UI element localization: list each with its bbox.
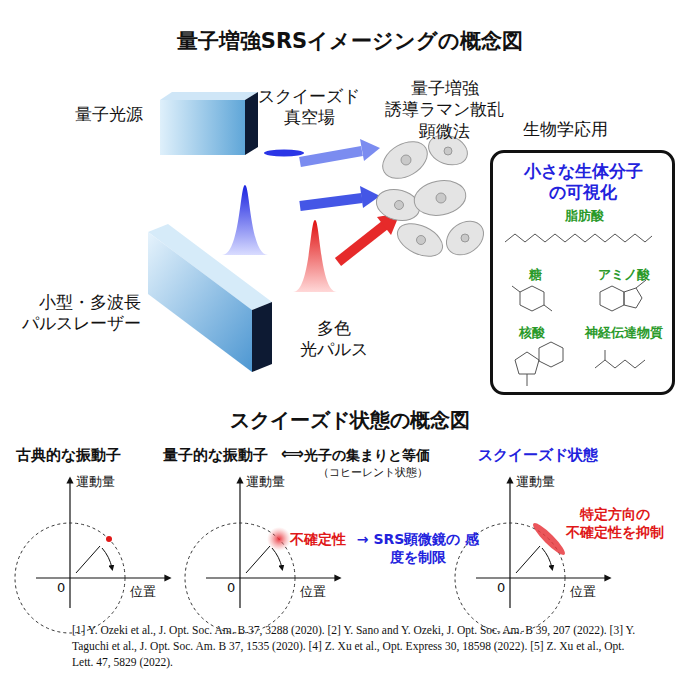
beam-label: 多色 光パルス [300,318,368,361]
origin-label: 0 [227,580,235,596]
molecule-label: 脂肪酸 [565,208,604,224]
panel-heading: 光子の集まりと等価 [304,447,430,465]
molecule-label: 糖 [529,267,542,283]
axis-label: 位置 [570,584,596,600]
section-heading: スクイーズド状態の概念図 [0,408,700,433]
molecule-label: アミノ酸 [598,267,650,283]
method-label: 量子増強 誘導ラマン散乱 顕微法 [385,78,504,142]
molecule-label: 神経伝達物質 [585,325,663,341]
panel-note: （コヒーレント状態） [318,466,428,480]
references: [1] Y. Ozeki et al., J. Opt. Soc. Am. B … [72,622,647,670]
application-box: 生物学応用小さな生体分子の可視化脂肪酸糖アミノ酸核酸神経伝達物質 [490,150,675,395]
part-label: 量子光源 [75,104,143,125]
axis-label: 運動量 [246,474,285,490]
panel-heading: 量子的な振動子 [163,446,268,465]
equivalence-symbol: ⟺ [281,444,304,464]
part-label: 小型・多波長 パルスレーザー [22,292,141,335]
box-heading: 生物学応用 [523,119,608,140]
axis-label: 運動量 [516,474,555,490]
panel-heading: スクイーズド状態 [478,446,598,465]
origin-label: 0 [497,580,505,596]
title: 量子増強SRSイメージングの概念図 [0,28,700,54]
origin-label: 0 [57,580,65,596]
molecule-label: 核酸 [519,325,545,341]
note-label: 特定方向の 不確定性を抑制 [566,506,664,541]
beam-label: スクイーズド 真空場 [258,86,360,129]
panel-heading: 古典的な振動子 [16,446,121,465]
axis-label: 運動量 [76,474,115,490]
axis-label: 位置 [300,584,326,600]
axis-label: 位置 [130,584,156,600]
note-label: → SRS顕微鏡の 感度を制限 [356,531,480,566]
note-label: 不確定性 [290,531,346,549]
molecule-label: 小さな生体分子の可視化 [518,161,648,204]
